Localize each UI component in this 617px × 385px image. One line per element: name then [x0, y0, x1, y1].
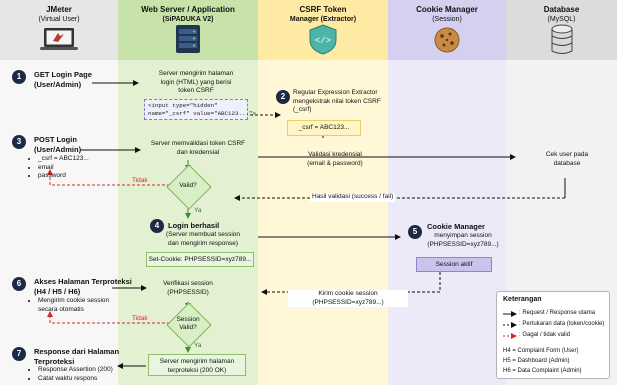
step-number: 3 — [12, 135, 26, 149]
legend-key: H6 = Data Complaint (Admin) — [503, 368, 582, 374]
step-title: Akses Halaman Terproteksi (H4 / H5 / H6) — [34, 277, 132, 296]
set-cookie-box: Set-Cookie: PHPSESSID=xyz789... — [146, 252, 254, 267]
legend-key: H5 = Dashboard (Admin) — [503, 358, 570, 364]
legend-item: : Pertukaran data (token/cookie) — [519, 321, 605, 327]
step-number: 1 — [12, 70, 26, 84]
arrow-tidak2 — [47, 311, 170, 324]
response-200-box: Server mengirim halaman terproteksi (200… — [148, 354, 246, 376]
tidak-label: Tidak — [132, 315, 148, 322]
akses-bullets: Mengirim cookie session secara otomatis — [30, 297, 120, 314]
param-item: email — [38, 164, 110, 173]
session-aktif-box: Session aktif — [416, 257, 492, 272]
step-title: Cookie Manager — [427, 222, 485, 231]
legend-title: Keterangan — [503, 296, 542, 303]
cookie-manager-text: menyimpan session (PHPSESSID=xyz789...) — [427, 232, 499, 248]
lane-subtitle: (SiPADUKA V2) — [162, 16, 214, 23]
decision-session-label: Session Valid? — [176, 316, 200, 331]
lane-title: CSRF Token — [299, 5, 347, 14]
legend-key: H4 = Complaint Form (User) — [503, 348, 579, 354]
csrf-token-box: _csrf = ABC123... — [287, 120, 361, 136]
lane-subtitle: (MySQL) — [547, 16, 576, 23]
bullet-item: Catat waktu respons — [38, 375, 130, 384]
step-title: POST Login (User/Admin) — [34, 135, 82, 154]
lane-title: JMeter — [46, 5, 72, 14]
step-number: 2 — [276, 90, 290, 104]
response-bullets: Response Assertion (200) Catat waktu res… — [30, 366, 130, 383]
server-validate-text: Server memvalidasi token CSRF dan kreden… — [150, 140, 246, 156]
lane-subtitle: Manager (Extractor) — [289, 16, 357, 23]
lane-title: Database — [543, 5, 580, 14]
server-icon — [176, 25, 200, 53]
lane-title: Cookie Manager — [416, 5, 478, 14]
lane-subtitle: (Session) — [432, 16, 462, 23]
post-login-params: _csrf = ABC123... email password — [30, 155, 110, 181]
lane-cookie — [388, 0, 506, 385]
extractor-text: Regular Expression Extractor mengekstrak… — [293, 89, 381, 113]
lane-jmeter — [0, 0, 118, 385]
step-number: 5 — [408, 225, 422, 239]
database-icon — [551, 24, 573, 54]
ya-label: Ya — [194, 342, 202, 349]
decision-valid-label: Valid? — [179, 182, 197, 189]
step-number: 4 — [150, 219, 164, 233]
param-item: _csrf = ABC123... — [38, 155, 110, 164]
validasi-kredensial-text: Validasi kredensial (email & password) — [307, 151, 363, 167]
server-send-login-text: Server mengirim halaman login (HTML) yan… — [158, 70, 234, 94]
legend-samples — [503, 311, 517, 339]
kirim-cookie-text: Kirim cookie session (PHPSESSID=xyz789..… — [288, 290, 408, 307]
svg-text:</>: </> — [315, 36, 331, 46]
laptop-jmeter-icon — [40, 28, 78, 50]
arrow-tidak1 — [47, 169, 170, 186]
step-number: 7 — [12, 347, 26, 361]
tidak-label: Tidak — [132, 177, 148, 184]
verifikasi-session-text: Verifikasi session (PHPSESSID) — [163, 280, 213, 296]
lane-title: Web Server / Application — [141, 5, 235, 14]
code-shield-icon: </> — [309, 24, 337, 55]
step-title: Login berhasil — [168, 221, 220, 230]
login-berhasil-text: (Server membuat session dan mengirim res… — [165, 231, 241, 247]
hasil-validasi-text: Hasil validasi (success / fail) — [310, 193, 396, 202]
cookie-icon — [434, 27, 460, 53]
header-icons: </> — [40, 24, 573, 55]
legend-item: : Gagal / tidak valid — [519, 332, 571, 338]
csrf-code-box: <input type="hidden" name="_csrf" value=… — [144, 99, 256, 120]
legend-item: : Request / Response utama — [519, 310, 596, 316]
param-item: password — [38, 172, 110, 181]
cek-user-text: Cek user pada database — [545, 151, 589, 167]
step-title: Response dari Halaman Terproteksi — [34, 347, 120, 366]
lane-subtitle: (Virtual User) — [38, 16, 80, 23]
step-title: GET Login Page (User/Admin) — [34, 70, 92, 89]
ya-label: Ya — [194, 207, 202, 214]
lane-csrf — [258, 0, 388, 385]
legend: Keterangan : Request / Response utama : … — [496, 291, 610, 379]
step-number: 6 — [12, 277, 26, 291]
bullet-item: Mengirim cookie session secara otomatis — [38, 297, 120, 314]
bullet-item: Response Assertion (200) — [38, 366, 130, 375]
